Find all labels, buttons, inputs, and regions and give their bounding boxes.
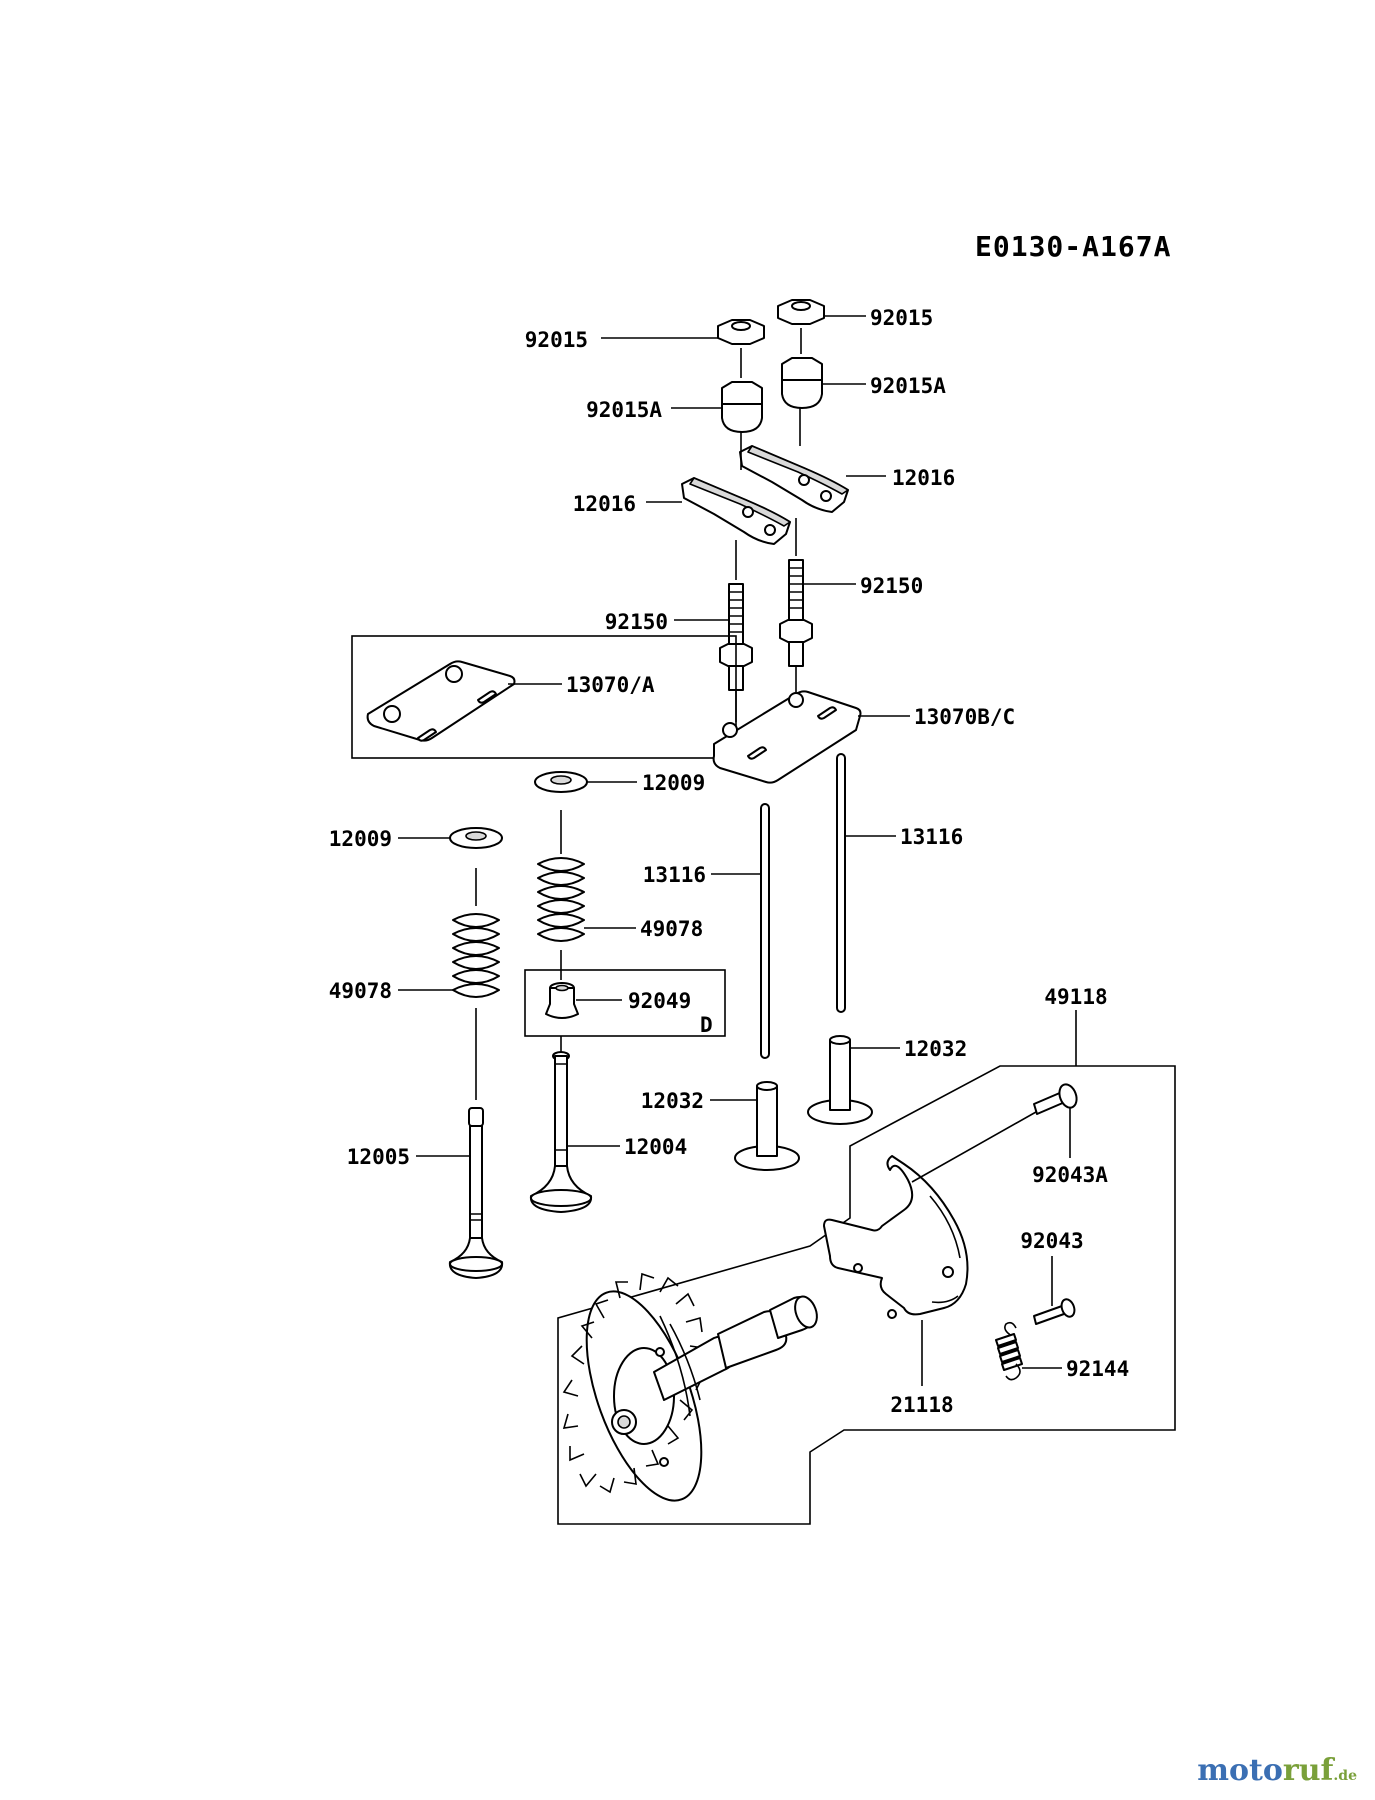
push-rod-13116-right bbox=[836, 753, 846, 1013]
label-92049-variant: D bbox=[700, 1013, 713, 1037]
label-12032-left: 12032 bbox=[641, 1089, 704, 1113]
stud-92150-left bbox=[719, 583, 753, 691]
label-49118: 49118 bbox=[1044, 985, 1107, 1009]
decompression-arm-21118 bbox=[823, 1155, 969, 1319]
label-92015A-right: 92015A bbox=[870, 374, 946, 398]
inset-box-92049 bbox=[524, 969, 726, 1037]
label-92043: 92043 bbox=[1020, 1229, 1083, 1253]
rocker-arm-12016-right bbox=[739, 445, 849, 513]
label-21118: 21118 bbox=[890, 1393, 953, 1417]
label-92015-left: 92015 bbox=[525, 328, 588, 352]
watermark-brand-b: ruf bbox=[1282, 1753, 1334, 1788]
label-49078-left: 49078 bbox=[329, 979, 392, 1003]
nut-92015-right bbox=[777, 299, 825, 325]
watermark-brand-a: moto bbox=[1197, 1753, 1283, 1788]
retainer-12009-mid bbox=[534, 771, 588, 793]
label-92144: 92144 bbox=[1066, 1357, 1129, 1381]
adjuster-92015A-right bbox=[781, 357, 823, 409]
adjuster-92015A-left bbox=[721, 381, 763, 433]
camshaft-gear bbox=[562, 1272, 818, 1502]
push-rod-13116-left bbox=[760, 803, 770, 1059]
inset-box-49118 bbox=[557, 1065, 1176, 1525]
pin-92043A bbox=[1033, 1083, 1078, 1115]
label-92150-right: 92150 bbox=[860, 574, 923, 598]
label-13070A: 13070/A bbox=[566, 673, 655, 697]
diagram-code: E0130-A167A bbox=[975, 230, 1171, 263]
nut-92015-left bbox=[717, 319, 765, 345]
label-92043A: 92043A bbox=[1032, 1163, 1108, 1187]
spring-92144 bbox=[995, 1321, 1023, 1381]
label-13116-right: 13116 bbox=[900, 825, 963, 849]
watermark-tld: .de bbox=[1333, 1768, 1357, 1784]
label-13116-left: 13116 bbox=[643, 863, 706, 887]
inset-box-13070A bbox=[351, 635, 737, 759]
label-12032-right: 12032 bbox=[904, 1037, 967, 1061]
valve-seal-92049 bbox=[545, 982, 579, 1019]
watermark-logo: motoruf.de bbox=[1197, 1753, 1357, 1788]
tappet-12032-left bbox=[734, 1081, 800, 1171]
label-12009-left: 12009 bbox=[329, 827, 392, 851]
label-12009-mid: 12009 bbox=[642, 771, 705, 795]
spring-49078-mid bbox=[537, 857, 585, 942]
tappet-12032-right bbox=[807, 1035, 873, 1125]
guide-plate-13070BC bbox=[712, 690, 862, 784]
retainer-12009-left bbox=[449, 827, 503, 849]
guide-plate-13070A bbox=[366, 660, 516, 742]
label-12016-left: 12016 bbox=[573, 492, 636, 516]
rocker-arm-12016-left bbox=[681, 477, 791, 545]
label-12016-right: 12016 bbox=[892, 466, 955, 490]
valve-12005 bbox=[448, 1107, 504, 1279]
label-12004: 12004 bbox=[624, 1135, 687, 1159]
label-92015A-left: 92015A bbox=[586, 398, 662, 422]
label-92049: 92049 bbox=[628, 989, 691, 1013]
label-12005: 12005 bbox=[347, 1145, 410, 1169]
label-92150-left: 92150 bbox=[605, 610, 668, 634]
stud-92150-right bbox=[779, 559, 813, 667]
label-13070BC: 13070B/C bbox=[914, 705, 1015, 729]
valve-12004 bbox=[529, 1051, 593, 1213]
bolt-92043 bbox=[1033, 1298, 1076, 1325]
label-92015-right: 92015 bbox=[870, 306, 933, 330]
label-49078-mid: 49078 bbox=[640, 917, 703, 941]
spring-49078-left bbox=[452, 913, 500, 998]
